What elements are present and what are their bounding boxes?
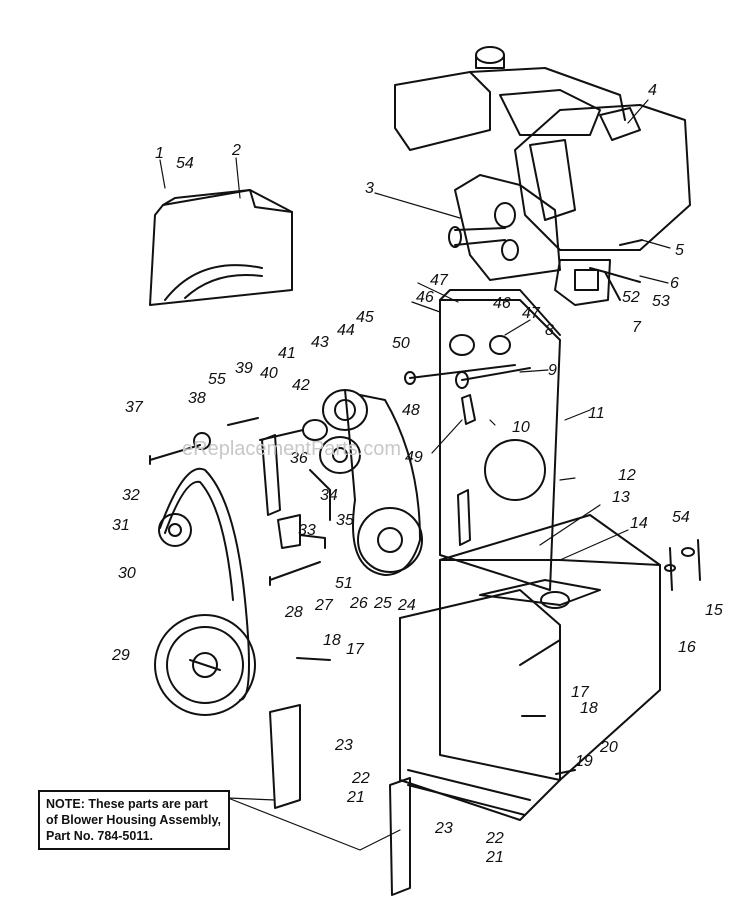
callout-label: 44 xyxy=(337,322,355,339)
callout-label: 31 xyxy=(112,517,130,534)
callout-label: 17 xyxy=(571,684,590,701)
callout-label: 5 xyxy=(675,242,684,259)
callout-label: 7 xyxy=(632,319,642,336)
callout-label: 30 xyxy=(118,565,136,582)
callout-label: 46 xyxy=(493,295,511,312)
callout-label: 49 xyxy=(405,449,423,466)
callout-label: 22 xyxy=(351,770,370,787)
callout-label: 20 xyxy=(599,739,618,756)
callout-label: 16 xyxy=(678,639,696,656)
callout-label: 50 xyxy=(392,335,410,352)
watermark: eReplacementParts.com xyxy=(182,438,401,460)
callout-label: 46 xyxy=(416,289,434,306)
leader-lines xyxy=(159,99,671,851)
frame-bracket-drawing xyxy=(404,289,561,591)
callout-label: 18 xyxy=(323,632,341,649)
pulleys-and-belts-drawing xyxy=(154,389,423,716)
callout-label: 54 xyxy=(176,155,194,172)
callout-label: 27 xyxy=(314,597,334,614)
callout-label: 52 xyxy=(622,289,640,306)
callout-label: 38 xyxy=(188,390,206,407)
part-callouts: 1 54 2 3 4 5 6 52 53 7 47 46 46 47 8 50 … xyxy=(111,82,723,866)
housing-box-drawing xyxy=(269,514,661,896)
callout-label: 4 xyxy=(648,82,657,99)
callout-label: 34 xyxy=(320,487,338,504)
callout-label: 6 xyxy=(670,275,679,292)
callout-label: 21 xyxy=(485,849,504,866)
callout-label: 39 xyxy=(235,360,253,377)
callout-label: 19 xyxy=(575,753,593,770)
callout-label: 37 xyxy=(125,399,144,416)
bolts-drawing xyxy=(149,267,701,775)
callout-label: 35 xyxy=(336,512,354,529)
callout-label: 3 xyxy=(365,180,374,197)
callout-label: 40 xyxy=(260,365,278,382)
callout-label: 48 xyxy=(402,402,420,419)
callout-label: 24 xyxy=(397,597,416,614)
callout-label: 45 xyxy=(356,309,374,326)
callout-label: 10 xyxy=(512,419,530,436)
callout-label: 2 xyxy=(231,142,241,159)
watermark-text: eReplacementParts.com xyxy=(182,438,401,460)
callout-label: 41 xyxy=(278,345,296,362)
callout-label: 9 xyxy=(548,362,557,379)
callout-label: 1 xyxy=(155,145,164,162)
callout-label: 12 xyxy=(618,467,636,484)
callout-label: 43 xyxy=(311,334,329,351)
callout-label: 26 xyxy=(349,595,368,612)
callout-label: 29 xyxy=(111,647,130,664)
callout-label: 23 xyxy=(334,737,353,754)
callout-label: 51 xyxy=(335,575,353,592)
callout-label: 11 xyxy=(588,405,605,422)
callout-label: 47 xyxy=(430,272,449,289)
callout-label: 22 xyxy=(485,830,504,847)
callout-label: 36 xyxy=(290,450,308,467)
callout-label: 15 xyxy=(705,602,723,619)
callout-label: 53 xyxy=(652,293,670,310)
callout-label: 13 xyxy=(612,489,630,506)
callout-label: 21 xyxy=(346,789,365,806)
callout-label: 18 xyxy=(580,700,598,717)
belt-cover-drawing xyxy=(149,189,293,306)
callout-label: 42 xyxy=(292,377,310,394)
callout-label: 54 xyxy=(672,509,690,526)
callout-label: 14 xyxy=(630,515,648,532)
callout-label: 55 xyxy=(208,371,226,388)
callout-label: 25 xyxy=(373,595,392,612)
callout-label: 28 xyxy=(284,604,303,621)
callout-label: 23 xyxy=(434,820,453,837)
callout-label: 33 xyxy=(298,522,316,539)
callout-label: 8 xyxy=(545,322,554,339)
callout-label: 32 xyxy=(122,487,140,504)
note-box: NOTE: These parts are part of Blower Hou… xyxy=(38,790,230,850)
engine-drawing xyxy=(394,46,691,306)
callout-label: 17 xyxy=(346,641,365,658)
callout-label: 47 xyxy=(522,305,541,322)
